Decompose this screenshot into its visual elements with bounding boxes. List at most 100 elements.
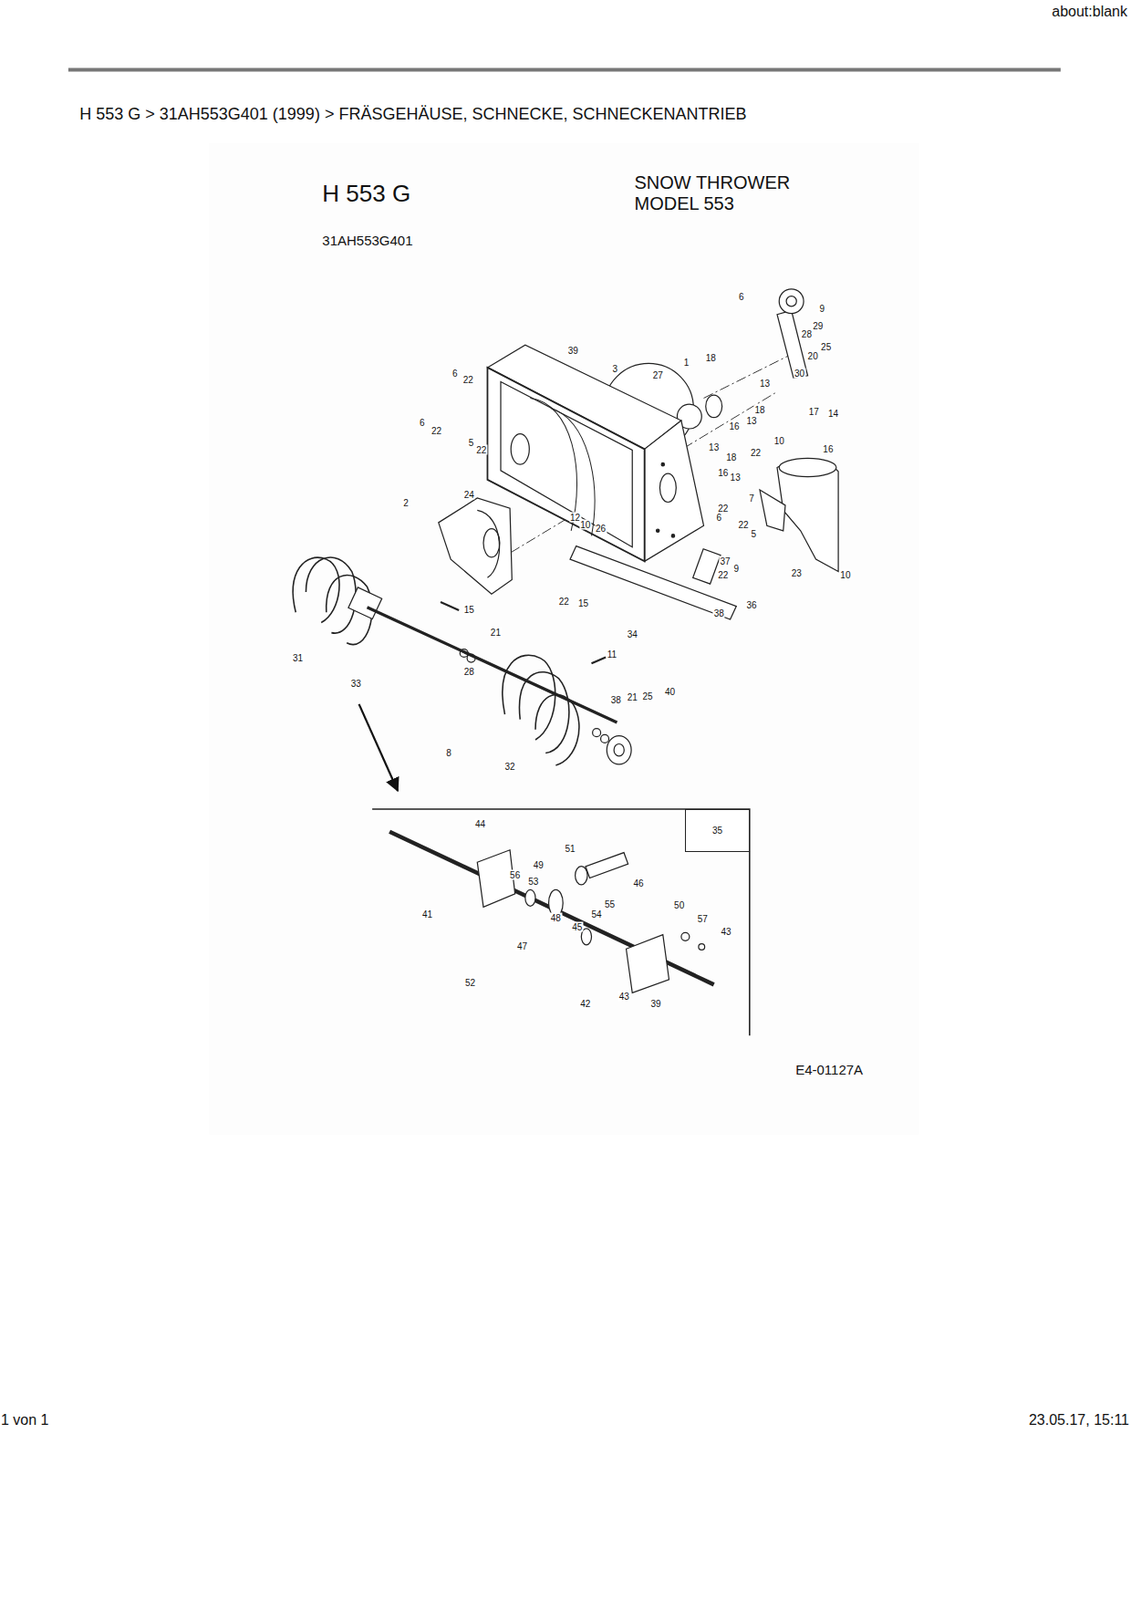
part-drawing [778,457,837,477]
part-drawing [613,744,624,757]
part-drawing [466,653,476,663]
callout-number: 13 [707,441,720,452]
callout-number: 48 [549,913,562,924]
part-drawing [292,289,839,1036]
callout-number: 32 [503,760,516,771]
breadcrumb-title: H 553 G > 31AH553G401 (1999) > FRÄSGEHÄU… [79,105,747,125]
callout-number: 43 [618,991,631,1002]
callout-number: 52 [464,976,477,987]
callout-number: 10 [579,518,592,530]
callout-number: 18 [753,404,766,416]
part-drawing [759,489,786,531]
part-drawing [570,546,737,621]
scan-area [208,143,919,1135]
part-drawing [585,852,629,879]
callout-number: 53 [527,876,540,887]
callout-number: 33 [350,678,363,689]
part-drawing [510,434,530,466]
callout-number: 16 [727,421,740,432]
callout-number: 18 [705,352,717,364]
callout-number: 6 [451,368,459,379]
callout-number: 15 [577,597,590,608]
callout-number: 5 [467,437,476,448]
callout-number: 10 [839,569,851,580]
callout-number: 44 [474,819,487,830]
callout-number: 3 [611,363,619,374]
callout-number: 6 [418,416,426,427]
page-text: 1 von 1 [0,1411,49,1429]
callout-number: 55 [603,898,616,909]
part-drawing [477,509,499,578]
part-drawing [372,809,750,1036]
page-text: E4-01127A [795,1062,863,1079]
inset-number: 35 [712,825,723,836]
callout-number: 38 [713,607,726,618]
callout-number: 21 [626,691,639,702]
callout-number: 45 [570,922,583,933]
part-drawing [671,534,675,538]
callout-number: 6 [715,511,723,522]
callout-number: 29 [811,320,824,331]
part-drawing [681,932,690,941]
part-drawing [659,473,676,502]
callout-number: 27 [652,370,665,381]
callout-number: 20 [807,351,820,362]
part-drawing [529,397,577,530]
callout-number: 16 [716,466,729,478]
callout-number: 16 [821,443,834,454]
part-drawing [606,736,632,765]
callout-number: 9 [818,302,826,313]
callout-number: 22 [737,518,750,530]
callout-number: 47 [516,940,529,951]
callout-number: 11 [606,648,618,659]
callout-number: 28 [800,328,813,339]
page-text: MODEL 553 [633,193,734,214]
callout-number: 42 [579,998,592,1009]
callout-number: 1 [683,356,691,367]
part-drawing [305,557,356,633]
part-drawing [704,352,797,398]
callout-number: 41 [421,908,434,919]
callout-number: 50 [673,899,685,910]
inset-number-box: 35 [684,809,749,852]
page-text: H 553 G [321,180,411,208]
callout-number: 2 [402,498,410,509]
callout-number: 39 [567,344,580,355]
callout-number: 37 [718,555,731,566]
part-drawing [661,462,665,466]
part-drawing [550,408,595,537]
callout-number: 54 [591,908,603,919]
part-drawing [438,498,513,594]
callout-number: 22 [749,447,762,458]
callout-number: 13 [729,472,742,483]
part-drawing [440,601,459,611]
part-drawing [592,728,602,737]
part-drawing [656,529,660,532]
callout-number: 25 [641,690,654,701]
callout-number: 22 [462,373,475,384]
part-drawing [705,394,723,418]
callout-number: 57 [696,913,709,924]
callout-number: 46 [632,878,644,889]
callout-number: 24 [463,489,476,500]
callout-number: 22 [430,425,443,436]
callout-number: 36 [745,600,758,611]
part-drawing [500,382,633,548]
page-text: 23.05.17, 15:11 [1028,1411,1130,1429]
part-drawing [591,656,607,664]
callout-number: 39 [649,998,662,1009]
callout-number: 22 [475,445,488,456]
callout-number: 5 [750,528,758,539]
callout-number: 34 [626,629,639,640]
callout-number: 18 [725,451,737,462]
part-drawing [459,649,468,658]
page-text: SNOW THROWER [633,172,790,193]
scan-area [208,143,919,1135]
callout-number: 51 [563,843,576,854]
callout-number: 17 [808,405,820,416]
callout-number: 28 [463,665,476,676]
part-drawing [359,704,398,791]
header-rule [68,67,1061,72]
